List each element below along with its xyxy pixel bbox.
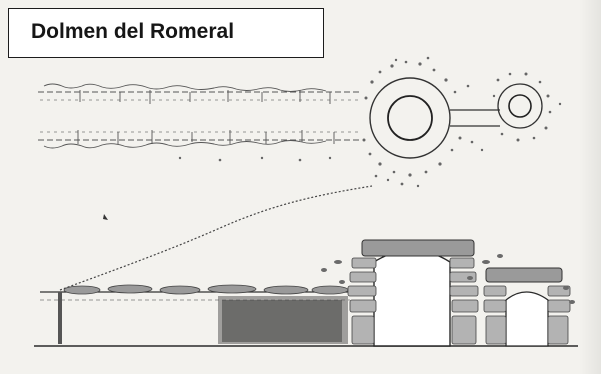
rubble-dots [178, 56, 562, 188]
chamber-walls [347, 257, 479, 345]
section-view [34, 185, 578, 347]
main-chamber-arch [373, 249, 451, 347]
pencil-mark [103, 214, 108, 220]
plan-view [38, 56, 562, 188]
small-chamber-walls [483, 285, 571, 345]
inner-passage [450, 109, 500, 127]
corridor-outline [38, 91, 360, 141]
small-chamber-arch [505, 291, 549, 347]
corridor-capstones [63, 284, 349, 295]
mound-stones [321, 254, 575, 304]
small-chamber-outer [497, 83, 543, 129]
mound-profile [59, 185, 373, 291]
main-chamber-inner [387, 95, 433, 141]
small-capstone [485, 267, 563, 283]
corridor-slabs [43, 83, 335, 149]
page-title: Dolmen del Romeral [31, 20, 235, 43]
corridor-stipple [218, 296, 348, 344]
main-chamber-outer [369, 77, 451, 159]
corridor-end-slab [58, 292, 62, 344]
small-chamber-inner [508, 94, 532, 118]
title-box: Dolmen del Romeral [8, 8, 324, 58]
main-capstone [361, 239, 475, 257]
